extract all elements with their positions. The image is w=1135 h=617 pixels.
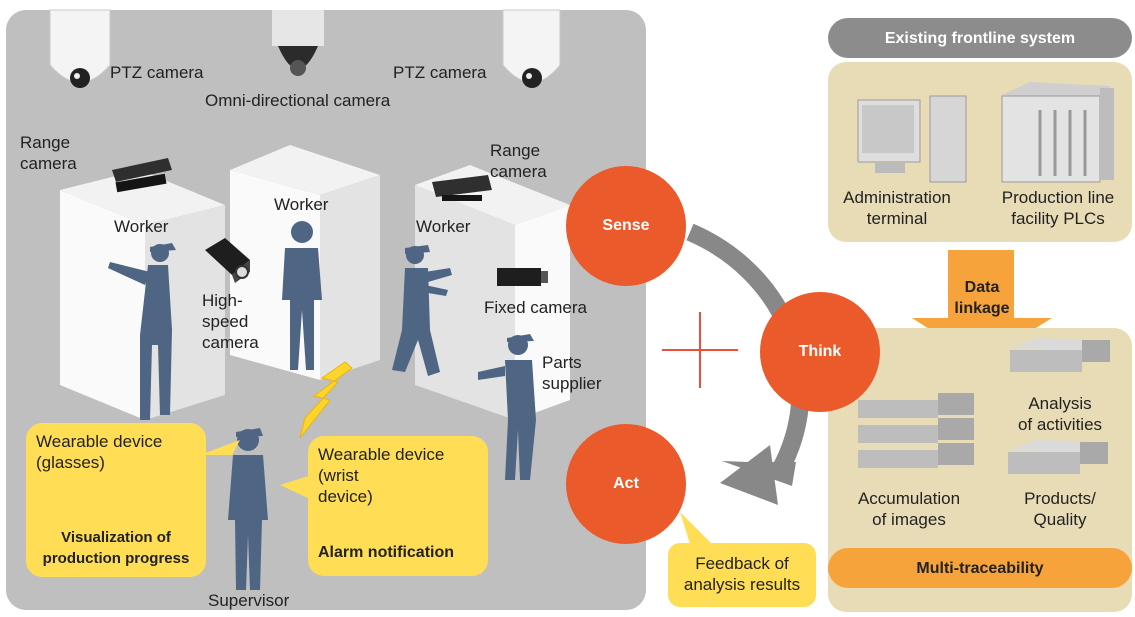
analysis-line2: of activities [1017,415,1103,434]
fixed-camera-label: Fixed camera [484,298,587,317]
wrist-callout-caption: Alarm notification [318,544,455,561]
omni-camera-label: Omni-directional camera [205,91,391,110]
analysis-line1: Analysis [1028,394,1092,413]
wrist-title-line3: device) [318,487,373,506]
traceability-footer: Multi-traceability [916,560,1044,577]
omni-camera-icon [272,10,324,76]
worker-right-figure [392,245,452,376]
analysis-label: Analysis of activities [1000,393,1120,435]
frontline-header-bg [828,18,1132,58]
image-accumulation-servers-icon [858,393,974,468]
high-speed-line1: High- [202,291,243,310]
frontline-header: Existing frontline system [884,30,1076,47]
ptz-camera-right-icon [502,9,561,88]
fixed-camera-icon [497,268,548,286]
admin-terminal-line1: Administration [843,188,951,207]
range-camera-right-icon [432,175,492,201]
traceability-footer-bg [828,548,1132,588]
feedback-line1: Feedback of [695,554,789,573]
glasses-title-line2: (glasses) [36,453,105,472]
high-speed-line3: camera [202,333,259,352]
worker-right-label: Worker [416,217,471,236]
data-linkage-label: Data linkage [942,277,1022,319]
worker-left-figure [108,243,176,420]
feedback-callout: Feedback of analysis results [668,543,816,607]
range-camera-left-line1: Range [20,133,71,152]
feedback-callout-pointer [680,512,712,544]
range-camera-right-line1: Range [490,141,541,160]
wrist-callout-title: Wearable device (wrist device) [318,444,444,507]
products-line2: Quality [1033,510,1087,529]
traceability-panel [828,328,1132,612]
plc-label: Production line facility PLCs [986,187,1130,229]
analysis-server-icon [1010,338,1110,372]
products-label: Products/ Quality [1000,488,1120,530]
wrist-callout: Wearable device (wrist device) Alarm not… [308,436,488,576]
wrist-callout-pointer [280,475,312,500]
think-circle: Think [760,292,880,412]
ptz-camera-left-label: PTZ camera [110,63,204,82]
glasses-title-line1: Wearable device [36,432,163,451]
range-camera-right-line2: camera [490,162,547,181]
parts-supplier-line2: supplier [542,374,602,393]
act-circle: Act [566,424,686,544]
range-camera-left-label: Range camera [20,132,77,174]
products-line1: Products/ [1024,489,1096,508]
glasses-callout-caption: Visualization of production progress [26,527,206,569]
admin-terminal-line2: terminal [866,209,928,228]
admin-terminal-icon [857,95,967,183]
accumulation-line2: of images [872,510,946,529]
range-camera-left-icon [112,158,172,193]
ptz-camera-left-icon [49,9,111,88]
plus-sign [662,312,738,388]
parts-supplier-label: Parts supplier [542,352,602,394]
plc-icon [1001,82,1114,183]
cycle-arrowhead [720,445,778,505]
data-linkage-line1: Data [964,279,1000,296]
feedback-callout-text: Feedback of analysis results [668,553,816,595]
plc-line2: facility PLCs [1011,209,1105,228]
supervisor-label: Supervisor [208,591,290,610]
quality-server-icon [1008,440,1108,474]
plc-line1: Production line [1001,188,1115,207]
range-camera-left-line2: camera [20,154,77,173]
accumulation-line1: Accumulation [857,489,961,508]
glasses-callout: Wearable device (glasses) Visualization … [26,423,206,577]
wrist-title-line2: (wrist [318,466,359,485]
alert-lightning-icon [299,361,353,439]
glasses-callout-pointer [200,440,240,455]
worker-center-label: Worker [274,195,329,214]
parts-supplier-figure [478,334,536,480]
ptz-camera-right-label: PTZ camera [393,63,487,82]
supervisor-figure [228,428,268,590]
parts-supplier-line1: Parts [542,353,582,372]
glasses-caption-line2: production progress [42,550,190,567]
high-speed-camera-label: High- speed camera [202,290,259,353]
high-speed-line2: speed [202,312,249,331]
feedback-line2: analysis results [683,575,801,594]
admin-terminal-label: Administration terminal [832,187,962,229]
glasses-callout-title: Wearable device (glasses) [36,431,162,473]
glasses-caption-line1: Visualization of [61,529,171,546]
worker-left-label: Worker [114,217,169,236]
high-speed-camera-icon [205,238,250,283]
range-camera-right-label: Range camera [490,140,547,182]
sense-circle: Sense [566,166,686,286]
worker-center-figure [282,221,322,370]
accumulation-label: Accumulation of images [844,488,974,530]
wrist-title-line1: Wearable device [318,445,445,464]
data-linkage-line2: linkage [954,300,1010,317]
